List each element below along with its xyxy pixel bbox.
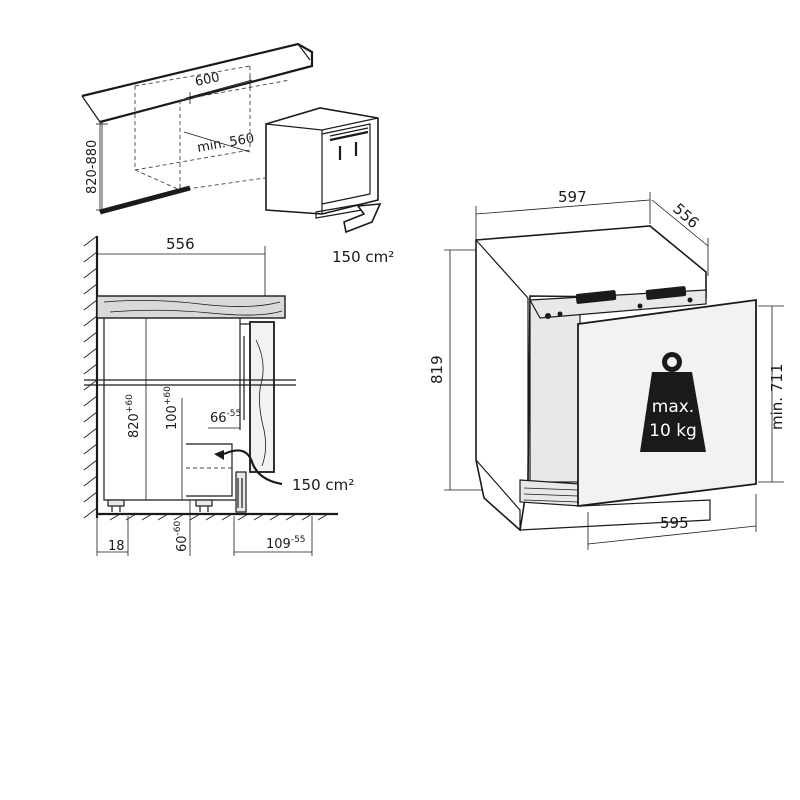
top-vent-label: 150 cm²: [332, 248, 394, 266]
appliance-view-drawing: 597 556 819: [428, 188, 786, 550]
niche-height-label: 820-880: [85, 140, 100, 194]
appliance-depth-label: 556: [669, 200, 702, 233]
niche-perspective-sketch: 600 min. 560 820-880 150 cm²: [81, 42, 394, 266]
niche-depth-label: min. 560: [196, 131, 255, 156]
niche-width-label: 600: [194, 70, 221, 90]
appliance-width-label: 597: [558, 188, 587, 206]
foot-offset-label: 18: [108, 539, 125, 554]
appliance-height-label: 819: [428, 355, 446, 384]
door-width-label: 595: [660, 514, 689, 532]
section-inner-label: 100+60: [163, 386, 180, 430]
section-height-label: 820+60: [125, 394, 142, 438]
weight-icon: max. 10 kg: [640, 352, 706, 452]
section-vent-label: 150 cm²: [292, 476, 354, 494]
max-weight-line2: 10 kg: [649, 421, 697, 441]
door-height-label: min. 711: [768, 364, 786, 430]
section-depth-label: 556: [166, 235, 195, 253]
plinth-height-label: 60-60: [173, 520, 190, 552]
max-weight-line1: max.: [652, 397, 694, 417]
plinth-depth-label: 109-55: [266, 535, 306, 552]
section-vent-inset-label: 66-55: [210, 409, 241, 426]
side-section-drawing: 556 820+60 100+60 66-55 150 cm²: [83, 235, 354, 556]
